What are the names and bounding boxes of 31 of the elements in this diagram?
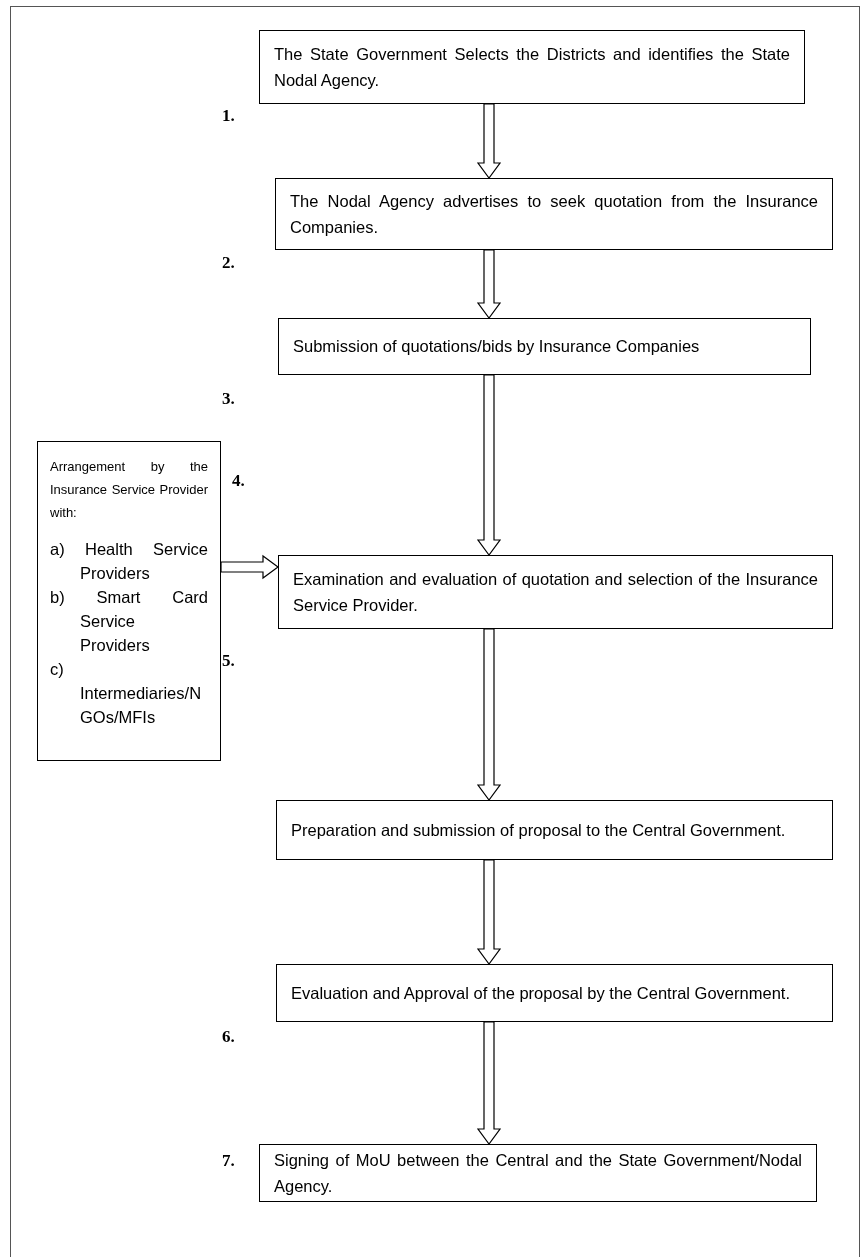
step-number: 7. <box>222 1151 235 1171</box>
note-box <box>37 441 221 761</box>
process-box <box>276 964 833 1022</box>
step-number: 6. <box>222 1027 235 1047</box>
hollow-arrow <box>476 103 502 179</box>
step-text: Examination and evaluation of quotation and selection of the Insurance Service Provider. <box>293 568 818 616</box>
box-heading: Arrangement by the Insurance Service Provider with: <box>50 458 208 522</box>
hollow-arrow <box>476 628 502 801</box>
step-number: 5. <box>222 651 235 671</box>
step-number: 1. <box>222 106 235 126</box>
step-number: 2. <box>222 253 235 273</box>
hollow-arrow <box>220 554 279 580</box>
list-item: c) Intermediaries/NGOs/MFIs <box>50 658 203 728</box>
process-box <box>276 800 833 860</box>
process-box <box>259 1144 817 1202</box>
process-box <box>275 178 833 250</box>
step-text: The Nodal Agency advertises to seek quotation from the Insurance Companies. <box>290 190 818 238</box>
step-text: Submission of quotations/bids by Insurance Companies <box>293 336 701 358</box>
step-number: 4. <box>232 471 245 491</box>
step-text: Signing of MoU between the Central and the State Government/Nodal Agency. <box>274 1149 802 1197</box>
process-box <box>259 30 805 104</box>
process-box <box>278 318 811 375</box>
step-number: 3. <box>222 389 235 409</box>
step-text: The State Government Selects the Districts and identifies the State Nodal Agency. <box>274 43 790 91</box>
hollow-arrow <box>476 859 502 965</box>
process-box <box>278 555 833 629</box>
step-text: Preparation and submission of proposal to the Central Government. <box>291 819 787 841</box>
hollow-arrow <box>476 1021 502 1145</box>
hollow-arrow <box>476 249 502 319</box>
hollow-arrow <box>476 374 502 556</box>
step-text: Evaluation and Approval of the proposal by the Central Government. <box>291 982 791 1004</box>
